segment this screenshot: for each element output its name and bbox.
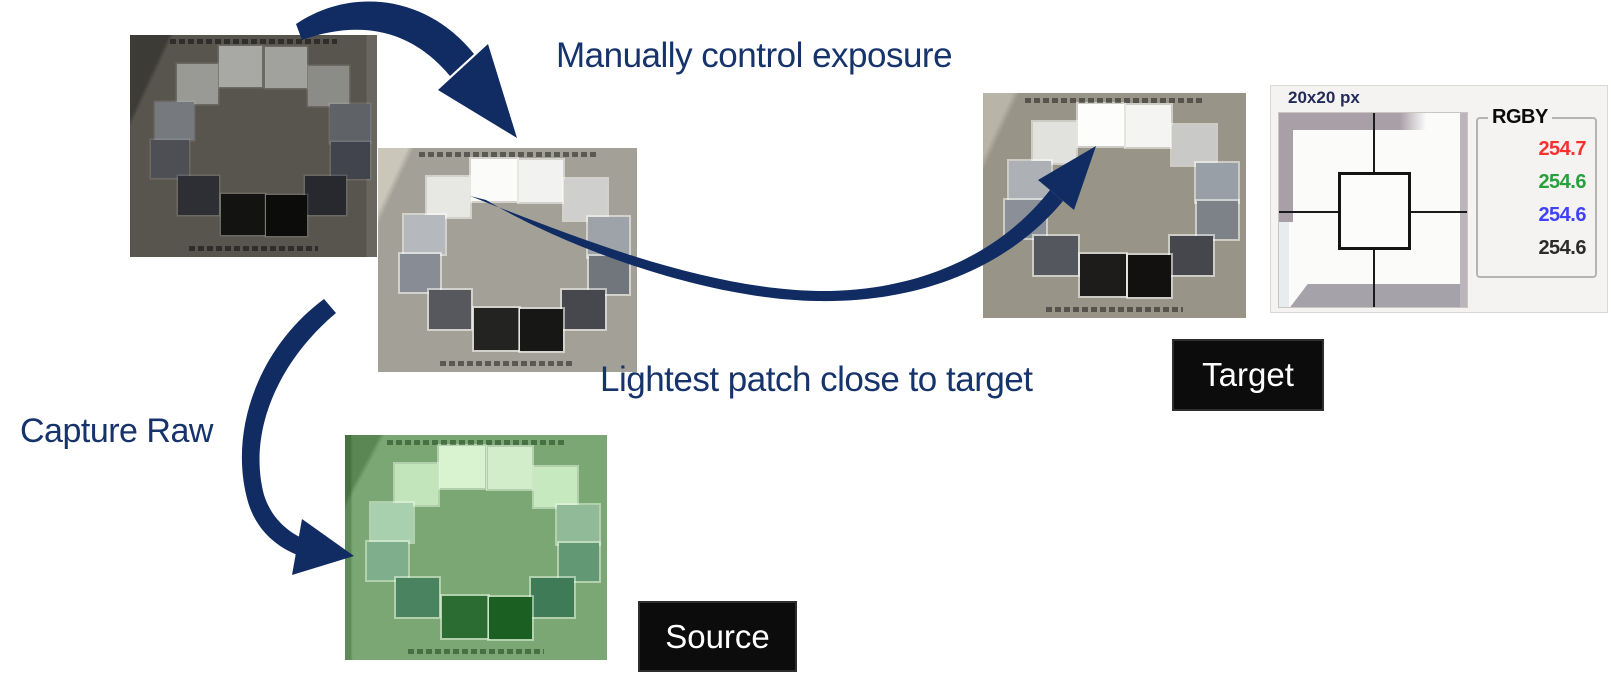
target-tag: Target xyxy=(1172,339,1324,411)
chart-microtext-bottom xyxy=(1046,307,1183,313)
chart-microtext-top xyxy=(419,152,596,158)
gray-patch-2 xyxy=(1126,105,1172,147)
gray-patch-5 xyxy=(154,101,195,141)
gray-patch-12 xyxy=(1127,255,1172,297)
gray-patch-6 xyxy=(587,217,630,257)
gray-patch-9 xyxy=(428,290,472,330)
rgby-readout-box: RGBY 254.7 254.6 254.6 254.6 xyxy=(1476,106,1597,278)
gray-patch-10 xyxy=(1169,235,1214,276)
label-lightest-patch-close-to-target: Lightest patch close to target xyxy=(600,360,1033,399)
label-capture-raw: Capture Raw xyxy=(20,412,213,450)
gray-patch-11 xyxy=(473,308,520,350)
target-tag-label: Target xyxy=(1202,356,1294,393)
chart-correct-exposure xyxy=(378,148,637,372)
rgby-values: 254.7 254.6 254.6 254.6 xyxy=(1538,133,1586,265)
gray-patch-1 xyxy=(1077,104,1124,146)
label-manually-control-exposure: Manually control exposure xyxy=(556,36,953,75)
source-tag: Source xyxy=(638,601,797,672)
gray-patch-12 xyxy=(520,309,564,351)
patch-edge-right xyxy=(1460,113,1467,307)
gray-patch-3 xyxy=(1032,122,1077,163)
chart-microtext-bottom xyxy=(440,361,575,367)
gray-patch-7 xyxy=(150,140,190,179)
patch-edge-top xyxy=(1279,113,1426,131)
rgby-value-luma: 254.6 xyxy=(1538,237,1586,259)
arrowhead-manual-exposure xyxy=(438,44,517,138)
gray-patch-12 xyxy=(265,194,307,236)
chart-microtext-bottom xyxy=(189,246,318,252)
gray-patch-10 xyxy=(531,577,575,618)
gray-patch-1 xyxy=(471,159,517,201)
crop-size-label: 20x20 px xyxy=(1288,88,1360,107)
gray-patch-2 xyxy=(264,47,307,89)
chart-microtext-top xyxy=(386,439,566,445)
gray-patch-10 xyxy=(561,290,605,330)
gray-patch-7 xyxy=(400,254,441,293)
arrow-capture-raw xyxy=(241,299,336,557)
gray-patch-4 xyxy=(533,466,577,507)
gray-patch-11 xyxy=(1080,253,1127,296)
gray-patch-3 xyxy=(176,63,218,104)
gray-patch-8 xyxy=(558,543,600,582)
chart-underexposed xyxy=(130,35,377,257)
rgby-title: RGBY xyxy=(1488,106,1552,129)
gray-patch-2 xyxy=(519,160,564,202)
gray-patch-6 xyxy=(330,103,370,143)
gray-patch-10 xyxy=(305,175,347,215)
rgby-value-green: 254.6 xyxy=(1538,171,1586,193)
gray-patch-3 xyxy=(427,177,470,218)
gray-patch-8 xyxy=(589,255,630,294)
magnified-patch-view xyxy=(1278,112,1468,308)
rgby-value-blue: 254.6 xyxy=(1538,204,1586,226)
gray-patch-4 xyxy=(564,179,608,220)
gray-patch-6 xyxy=(1196,162,1239,203)
gray-patch-7 xyxy=(1005,199,1047,239)
gray-patch-11 xyxy=(441,595,488,638)
chart-target xyxy=(983,93,1246,318)
rgby-value-red: 254.7 xyxy=(1538,138,1586,160)
gray-patch-7 xyxy=(367,541,408,581)
gray-patch-9 xyxy=(1034,235,1078,276)
pixel-inspector-panel: 20x20 px RGBY 254.7 254.6 254.6 254.6 xyxy=(1270,85,1608,313)
patch-edge-left xyxy=(1279,113,1294,222)
chart-source-raw xyxy=(345,435,607,660)
gray-patch-8 xyxy=(331,141,370,180)
gray-patch-5 xyxy=(403,215,446,255)
gray-patch-5 xyxy=(371,502,414,542)
gray-patch-8 xyxy=(1197,201,1239,240)
gray-patch-4 xyxy=(1172,124,1216,165)
chart-microtext-top xyxy=(169,39,338,45)
gray-patch-2 xyxy=(487,447,533,489)
gray-patch-9 xyxy=(396,577,440,618)
sample-area-square xyxy=(1338,172,1411,251)
gray-patch-1 xyxy=(439,446,486,488)
chart-microtext-top xyxy=(1025,97,1204,103)
gray-patch-3 xyxy=(394,464,438,505)
gray-patch-11 xyxy=(221,193,265,235)
gray-patch-1 xyxy=(218,46,263,88)
gray-patch-5 xyxy=(1009,160,1052,200)
gray-patch-12 xyxy=(489,597,533,639)
chart-microtext-bottom xyxy=(407,649,545,655)
patch-edge-left-lower xyxy=(1279,221,1290,307)
source-tag-label: Source xyxy=(665,617,770,655)
gray-patch-4 xyxy=(307,66,349,107)
patch-edge-bottom xyxy=(1290,283,1467,307)
gray-patch-9 xyxy=(178,175,219,215)
gray-patch-6 xyxy=(557,504,600,545)
